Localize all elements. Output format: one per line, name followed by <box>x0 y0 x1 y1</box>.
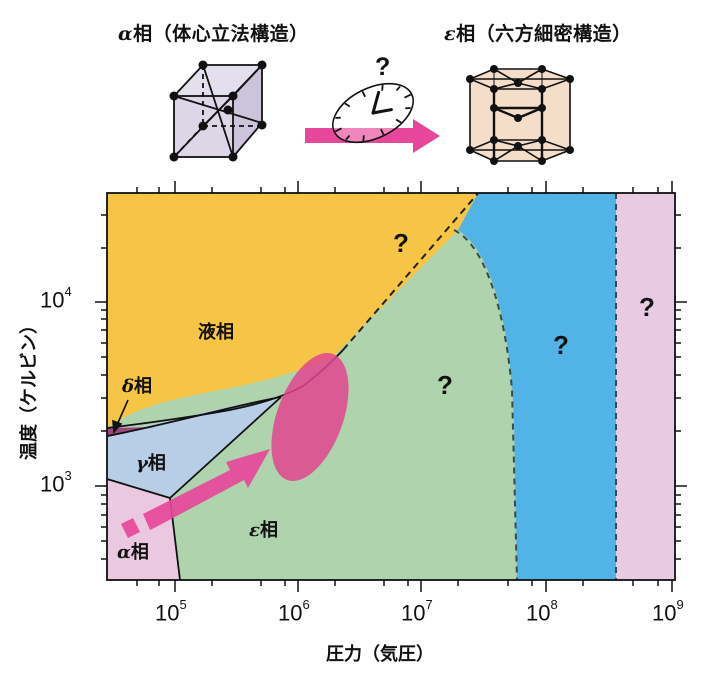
unknown-liquid-question: ? <box>393 228 409 258</box>
x-axis-title: 圧力（気圧） <box>326 644 434 665</box>
x-tick-exponent: 7 <box>425 597 433 612</box>
alpha-region <box>107 479 180 580</box>
alpha-phase-label: α相 <box>117 538 149 564</box>
gamma-phase-label: γ相 <box>136 449 166 475</box>
unknown-blue-region <box>458 193 616 580</box>
liquid-region <box>107 193 478 428</box>
y-axis-ticks <box>95 214 687 560</box>
unknown-pink-region <box>616 193 675 580</box>
highlight-ellipse <box>271 353 349 481</box>
x-tick-1e9: 109 <box>652 597 684 626</box>
x-tick-1e8: 108 <box>526 597 558 626</box>
x-tick-base: 10 <box>401 600 426 626</box>
x-axis-ticks <box>136 181 673 592</box>
x-tick-base: 10 <box>652 600 677 626</box>
gamma-phase-label-text: 相 <box>147 453 166 474</box>
alpha-symbol: α <box>118 23 134 45</box>
epsilon-phase-title-text: 相（六方細密構造） <box>456 23 632 45</box>
arrow-right-icon <box>305 119 440 153</box>
clock-icon <box>332 82 414 144</box>
x-tick-exponent: 6 <box>302 597 310 612</box>
x-tick-1e6: 106 <box>278 597 310 626</box>
x-tick-base: 10 <box>278 600 303 626</box>
x-tick-1e5: 105 <box>155 597 187 626</box>
alpha-phase-title: α相（体心立法構造） <box>118 19 309 46</box>
alpha-phase-title-text: 相（体心立法構造） <box>133 23 309 45</box>
delta-phase-label: δ相 <box>122 372 152 398</box>
hcp-unit-cell-icon <box>466 65 574 165</box>
y-tick-1e4: 104 <box>40 284 72 313</box>
y-tick-base: 10 <box>40 287 65 313</box>
y-tick-1e3: 103 <box>40 468 72 497</box>
gamma-symbol: γ <box>136 453 148 474</box>
alpha-phase-label-text: 相 <box>130 542 149 563</box>
unknown-blue-question: ? <box>553 330 569 360</box>
x-tick-base: 10 <box>526 600 551 626</box>
compression-path-arrow <box>121 449 270 538</box>
epsilon-phase-label-text: 相 <box>259 520 278 541</box>
unknown-green-question: ? <box>437 370 453 400</box>
x-tick-exponent: 8 <box>550 597 558 612</box>
y-axis-title: 温度（ケルビン） <box>19 316 40 460</box>
y-tick-exponent: 3 <box>64 468 72 483</box>
bcc-unit-cell-icon <box>169 60 267 162</box>
x-tick-exponent: 9 <box>676 597 684 612</box>
y-tick-exponent: 4 <box>64 284 72 299</box>
y-tick-base: 10 <box>40 471 65 497</box>
x-tick-1e7: 107 <box>401 597 433 626</box>
epsilon-region-symbol: ε <box>249 520 260 541</box>
gamma-region <box>107 397 281 498</box>
liquid-phase-label: 液相 <box>198 322 234 343</box>
x-tick-exponent: 5 <box>179 597 187 612</box>
epsilon-phase-title: ε相（六方細密構造） <box>444 19 632 46</box>
epsilon-symbol: ε <box>444 23 457 45</box>
epsilon-phase-label: ε相 <box>249 516 278 542</box>
delta-symbol: δ <box>122 376 135 397</box>
alpha-region-symbol: α <box>117 542 131 563</box>
transition-question-mark: ? <box>375 53 391 81</box>
unknown-pink-question: ? <box>639 292 655 322</box>
delta-phase-label-text: 相 <box>134 376 153 397</box>
x-tick-base: 10 <box>155 600 180 626</box>
plot-frame <box>106 192 676 581</box>
